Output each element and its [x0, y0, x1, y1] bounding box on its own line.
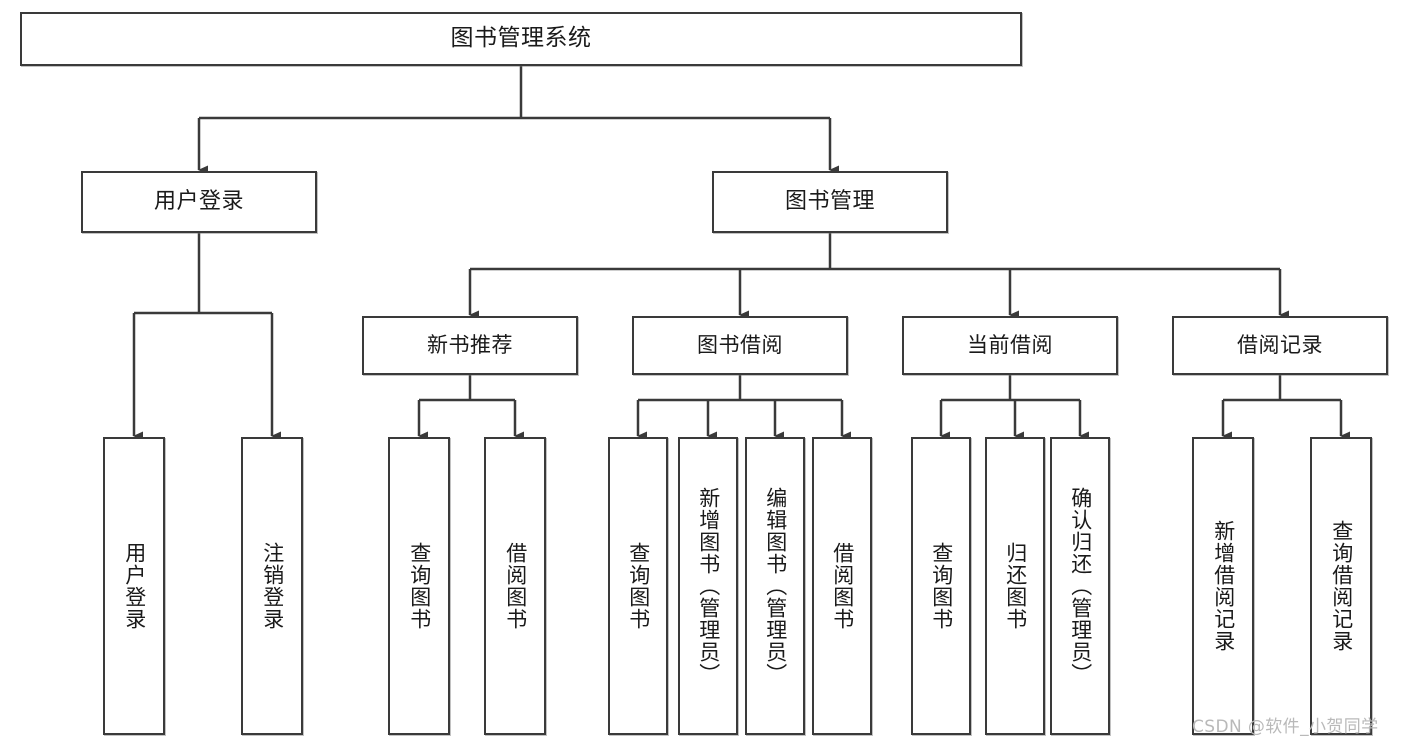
node-book-manage[interactable]: 图书管理 — [712, 171, 948, 233]
node-label: 借阅图书 — [830, 542, 855, 630]
node-label: 当前借阅 — [967, 333, 1053, 358]
node-leaf-add-record[interactable]: 新增借阅记录 — [1192, 437, 1254, 735]
node-label: 图书借阅 — [697, 333, 783, 358]
node-leaf-logout[interactable]: 注销登录 — [241, 437, 303, 735]
node-label: 查询图书 — [626, 542, 651, 630]
node-label: 借阅图书 — [503, 542, 528, 630]
node-leaf-confirm-return[interactable]: 确认归还（管理员） — [1050, 437, 1110, 735]
node-leaf-borrow-book-1[interactable]: 借阅图书 — [484, 437, 546, 735]
node-label: 新增借阅记录 — [1211, 520, 1236, 652]
node-leaf-query-book-1[interactable]: 查询图书 — [388, 437, 450, 735]
node-label: 编辑图书（管理员） — [763, 487, 788, 685]
node-leaf-edit-book[interactable]: 编辑图书（管理员） — [745, 437, 805, 735]
node-label: 图书管理 — [784, 189, 875, 215]
node-label: 确认归还（管理员） — [1068, 487, 1093, 685]
node-label: 新书推荐 — [427, 333, 513, 358]
node-label: 归还图书 — [1003, 542, 1028, 630]
node-label: 查询图书 — [407, 542, 432, 630]
node-label: 查询图书 — [929, 542, 954, 630]
node-label: 用户登录 — [122, 542, 147, 630]
node-label: 图书管理系统 — [450, 25, 592, 52]
node-leaf-query-book-3[interactable]: 查询图书 — [911, 437, 971, 735]
connector-lines — [132, 66, 1350, 441]
node-new-book-rec[interactable]: 新书推荐 — [362, 316, 578, 375]
node-label: 新增图书（管理员） — [696, 487, 721, 685]
node-leaf-query-record[interactable]: 查询借阅记录 — [1310, 437, 1372, 735]
node-borrow-record[interactable]: 借阅记录 — [1172, 316, 1388, 375]
node-label: 用户登录 — [153, 189, 244, 215]
node-label: 借阅记录 — [1237, 333, 1323, 358]
node-label: 注销登录 — [260, 542, 285, 630]
node-label: 查询借阅记录 — [1329, 520, 1354, 652]
node-leaf-return-book[interactable]: 归还图书 — [985, 437, 1045, 735]
node-book-borrow[interactable]: 图书借阅 — [632, 316, 848, 375]
watermark-text: CSDN @软件_小贺同学 — [1192, 717, 1379, 737]
node-leaf-borrow-book-2[interactable]: 借阅图书 — [812, 437, 872, 735]
node-root[interactable]: 图书管理系统 — [20, 12, 1022, 66]
node-leaf-user-login[interactable]: 用户登录 — [103, 437, 165, 735]
node-current-borrow[interactable]: 当前借阅 — [902, 316, 1118, 375]
node-user-login[interactable]: 用户登录 — [81, 171, 317, 233]
node-leaf-query-book-2[interactable]: 查询图书 — [608, 437, 668, 735]
node-leaf-add-book[interactable]: 新增图书（管理员） — [678, 437, 738, 735]
